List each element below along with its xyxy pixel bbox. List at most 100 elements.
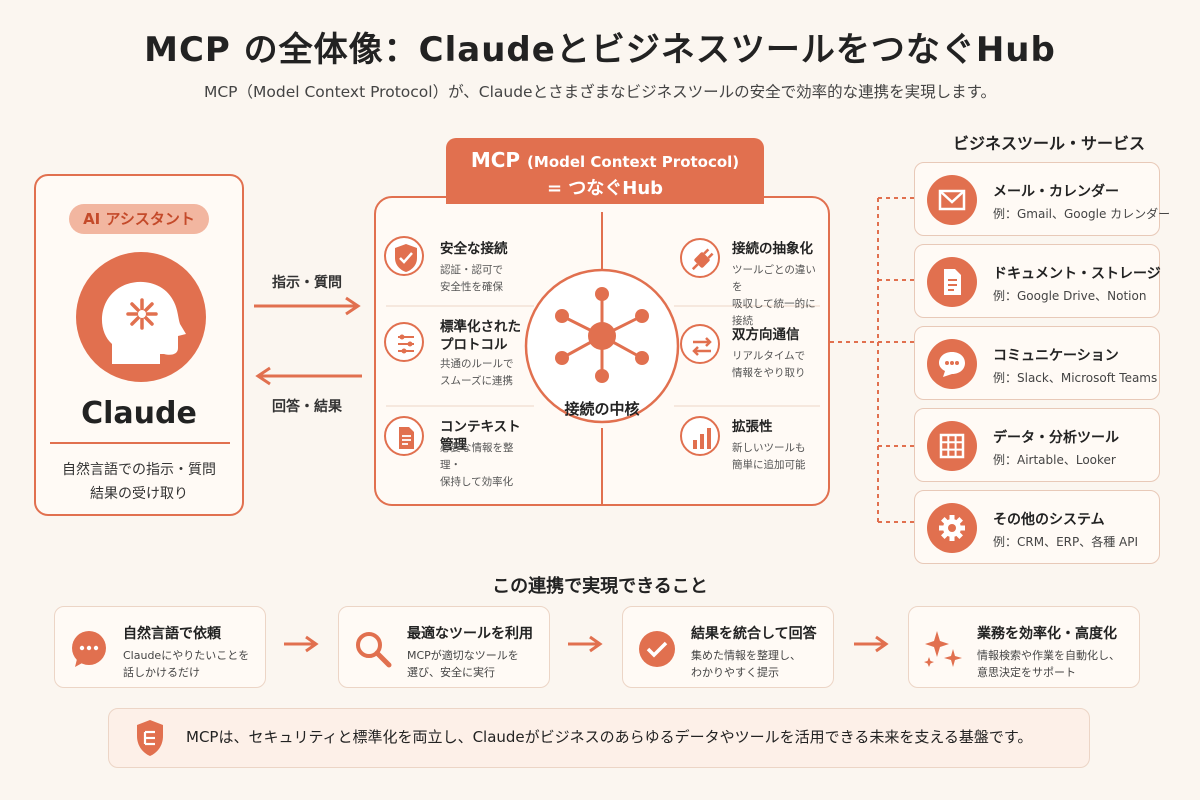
claude-card: AI アシスタント Claude 自然言語での指示・質問 結果の受け取り — [34, 174, 244, 516]
claude-head-icon — [76, 252, 206, 382]
shield-icon — [134, 718, 166, 762]
feature-desc-line: 吸収して統一的に接続 — [732, 298, 816, 327]
chat-bubble-icon — [67, 627, 111, 671]
step-desc-line: Claudeにやりたいことを — [123, 649, 250, 662]
shield-check-icon — [384, 236, 424, 276]
page-subtitle: MCP（Model Context Protocol）が、Claudeとさまざま… — [203, 83, 997, 101]
feature-desc-line: 情報をやり取り — [732, 367, 806, 379]
feature-desc-line: リアルタイムで — [732, 350, 806, 362]
right-arrow-icon — [568, 635, 603, 653]
feature-desc: 新しいツールも簡単に追加可能 — [732, 440, 806, 474]
check-circle-icon — [635, 627, 679, 671]
step-card-request: 自然言語で依頼 Claudeにやりたいことを話しかけるだけ — [54, 606, 266, 688]
feature-title-line: 標準化された — [440, 319, 521, 335]
page-title: MCP の全体像：ClaudeとビジネスツールをつなぐHub — [144, 30, 1056, 70]
swap-arrows-icon — [680, 324, 720, 364]
feature-title: コンテキスト管理 — [440, 419, 521, 453]
claude-name: Claude — [81, 396, 197, 431]
left-arrow-icon — [255, 366, 362, 386]
step-desc: 集めた情報を整理し、わかりやすく提示 — [691, 647, 801, 681]
feature-title-line: プロトコル — [440, 337, 508, 353]
right-arrow-icon — [854, 635, 889, 653]
gear-icon — [927, 503, 977, 553]
claude-description: 自然言語での指示・質問 結果の受け取り — [36, 458, 242, 506]
feature-desc-line: 新しいツールも — [732, 442, 806, 454]
mail-icon — [927, 175, 977, 225]
tool-example: 例：CRM、ERP、各種 API — [993, 535, 1139, 549]
ai-assistant-badge: AI アシスタント — [69, 204, 209, 234]
step-card-efficiency: 業務を効率化・高度化 情報検索や作業を自動化し、意思決定をサポート — [908, 606, 1140, 688]
claude-desc-line-1: 自然言語での指示・質問 — [62, 462, 216, 478]
feature-desc-line: ツールごとの違いを — [732, 264, 816, 293]
tool-card-communication: コミュニケーション 例：Slack、Microsoft Teams — [914, 326, 1160, 400]
feature-desc: リアルタイムで情報をやり取り — [732, 348, 806, 382]
dashed-connectors — [830, 197, 914, 523]
tool-card-other: その他のシステム 例：CRM、ERP、各種 API — [914, 490, 1160, 564]
tool-card-mail: メール・カレンダー 例：Gmail、Google カレンダー — [914, 162, 1170, 236]
step-desc-line: MCPが適切なツールを — [407, 649, 519, 662]
step-title: 最適なツールを利用 — [407, 626, 533, 642]
step-title: 業務を効率化・高度化 — [977, 626, 1117, 642]
feature-context-management: コンテキスト管理 必要な情報を整理・保持して効率化 — [384, 414, 534, 488]
step-desc-line: 集めた情報を整理し、 — [691, 649, 801, 662]
tool-name: ドキュメント・ストレージ — [993, 266, 1161, 282]
tool-example: 例：Google Drive、Notion — [993, 289, 1147, 303]
step-desc: MCPが適切なツールを選び、安全に実行 — [407, 647, 519, 681]
chat-icon — [927, 339, 977, 389]
feature-desc: ツールごとの違いを吸収して統一的に接続 — [732, 262, 825, 330]
step-card-tool: 最適なツールを利用 MCPが適切なツールを選び、安全に実行 — [338, 606, 550, 688]
tool-name: その他のシステム — [993, 512, 1105, 528]
feature-desc-line: 認証・認可で — [440, 264, 503, 276]
hub-banner-paren: (Model Context Protocol) — [527, 153, 740, 171]
divider — [50, 442, 230, 444]
tool-example: 例：Airtable、Looker — [993, 453, 1116, 467]
feature-desc-line: スムーズに連携 — [440, 375, 513, 387]
tool-name: データ・分析ツール — [993, 430, 1119, 446]
search-icon — [351, 627, 395, 671]
tool-example: 例：Slack、Microsoft Teams — [993, 371, 1158, 385]
step-desc-line: 選び、安全に実行 — [407, 666, 495, 679]
footer-banner — [108, 708, 1090, 768]
feature-desc-line: 共通のルールで — [440, 358, 514, 370]
right-arrow-icon — [254, 296, 361, 316]
footer-text: MCPは、セキュリティと標準化を両立し、Claudeがビジネスのあらゆるデータや… — [186, 728, 1033, 746]
tool-name: コミュニケーション — [993, 348, 1119, 364]
step-title: 自然言語で依頼 — [123, 626, 221, 642]
arrow-label-result: 回答・結果 — [272, 399, 342, 415]
feature-desc: 共通のルールでスムーズに連携 — [440, 356, 514, 390]
step-desc-line: 意思決定をサポート — [977, 666, 1076, 679]
feature-desc-line: 安全性を確保 — [440, 281, 503, 293]
hub-banner-sub: = つなぐHub — [546, 178, 664, 199]
mcp-hub-banner: MCP (Model Context Protocol) = つなぐHub — [446, 138, 764, 204]
step-desc-line: 話しかけるだけ — [123, 666, 200, 679]
step-title: 結果を統合して回答 — [691, 626, 817, 642]
right-arrow-icon — [284, 635, 319, 653]
feature-title: 安全な接続 — [440, 241, 508, 257]
tool-card-data: データ・分析ツール 例：Airtable、Looker — [914, 408, 1160, 482]
feature-title: 標準化されたプロトコル — [440, 318, 521, 354]
document-icon — [927, 257, 977, 307]
hub-banner-main: MCP — [470, 148, 521, 172]
feature-title: 双方向通信 — [732, 327, 800, 343]
feature-extensibility: 拡張性 新しいツールも簡単に追加可能 — [680, 414, 825, 484]
plug-icon — [680, 238, 720, 278]
hub-center-label: 接続の中核 — [564, 400, 640, 418]
feature-bidirectional: 双方向通信 リアルタイムで情報をやり取り — [680, 322, 825, 392]
bar-chart-icon — [680, 416, 720, 456]
feature-title: 接続の抽象化 — [732, 241, 813, 257]
sparkle-icon — [921, 627, 965, 671]
feature-connection-abstraction: 接続の抽象化 ツールごとの違いを吸収して統一的に接続 — [680, 236, 825, 327]
step-desc: 情報検索や作業を自動化し、意思決定をサポート — [977, 647, 1120, 681]
step-desc-line: わかりやすく提示 — [691, 666, 779, 679]
hub-network-icon — [555, 287, 649, 383]
feature-desc: 必要な情報を整理・保持して効率化 — [440, 440, 534, 491]
feature-desc: 認証・認可で安全性を確保 — [440, 262, 503, 296]
feature-desc-line: 保持して効率化 — [440, 476, 514, 488]
realize-title: この連携で実現できること — [492, 576, 708, 597]
claude-desc-line-2: 結果の受け取り — [90, 486, 188, 502]
feature-secure-connection: 安全な接続 認証・認可で安全性を確保 — [384, 236, 534, 306]
arrow-label-instruction: 指示・質問 — [272, 275, 342, 291]
feature-title: 拡張性 — [732, 419, 773, 435]
feature-desc-line: 簡単に追加可能 — [732, 459, 806, 471]
feature-standard-protocol: 標準化されたプロトコル 共通のルールでスムーズに連携 — [384, 318, 534, 398]
